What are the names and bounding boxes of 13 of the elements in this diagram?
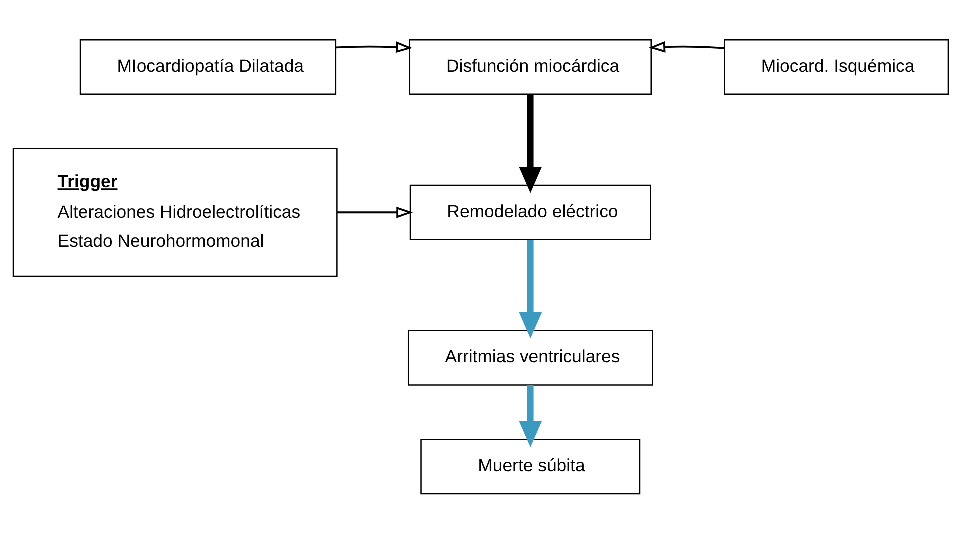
node-box: Disfunción miocárdica	[409, 39, 652, 96]
node-box: MIocardiopatía Dilatada	[80, 39, 337, 96]
node-box: Arritmias ventriculares	[408, 330, 654, 386]
node-box: Remodelado eléctrico	[410, 184, 652, 240]
arrow	[519, 240, 542, 339]
node-box: Miocard. Isquémica	[724, 39, 950, 96]
arrow	[649, 41, 724, 53]
arrow	[337, 206, 414, 218]
arrow	[519, 386, 542, 448]
node-box: Muerte súbita	[420, 438, 641, 495]
arrow	[336, 42, 413, 54]
arrow	[519, 94, 542, 194]
node-box: Trigger Alteraciones Hidroelectrolíticas Estado Neurohormomonal	[12, 148, 338, 278]
